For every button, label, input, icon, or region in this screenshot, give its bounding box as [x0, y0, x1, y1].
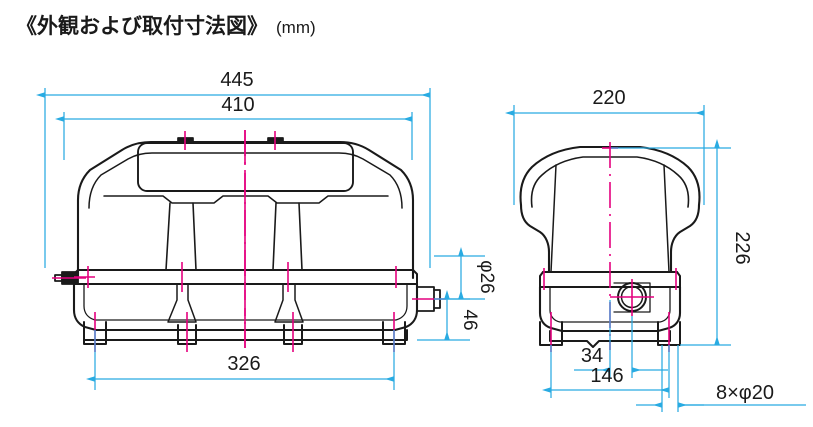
dim-text-220: 220: [592, 87, 625, 109]
side-shoulder-left: [550, 164, 557, 273]
front-view-centerlines: [52, 130, 446, 352]
title-unit: (mm): [276, 18, 316, 37]
dim-text-34: 34: [581, 345, 603, 367]
dim-text-8xphi20: 8×φ20: [716, 382, 774, 404]
dim-text-phi26: φ26: [476, 260, 497, 293]
side-band-right-cap: [676, 271, 681, 288]
front-band-cl-left: [74, 266, 95, 288]
front-gland-tip: [54, 274, 63, 282]
title-heading: 《外観および取付寸法図》: [16, 15, 268, 38]
dim-text-146: 146: [590, 365, 623, 387]
dim-text-445: 445: [220, 69, 253, 91]
front-band-right-cap: [412, 269, 418, 285]
front-view-dimensions: [36, 88, 485, 390]
front-cover-lip: [103, 195, 389, 204]
side-band-left-cap: [539, 271, 544, 288]
dim-text-326: 326: [227, 353, 260, 375]
side-shoulder-right: [663, 164, 670, 273]
side-bottom-rail: [549, 330, 671, 348]
front-rib-left: [165, 202, 197, 271]
dim-text-46: 46: [459, 309, 480, 330]
front-rib-right: [272, 202, 303, 271]
front-view-body-outline: [54, 137, 441, 345]
front-leg-left: [167, 283, 197, 323]
dim-text-226: 226: [731, 231, 753, 264]
front-leg-right: [274, 283, 304, 323]
dim-text-410: 410: [221, 94, 254, 116]
side-view-group: 220 226 34 146 8×φ20: [505, 87, 806, 412]
drawing-title: 《外観および取付寸法図》 (mm): [16, 10, 316, 40]
side-view-dimensions: [505, 105, 806, 412]
front-view-group: 445 410 326 φ26 46: [36, 69, 497, 390]
